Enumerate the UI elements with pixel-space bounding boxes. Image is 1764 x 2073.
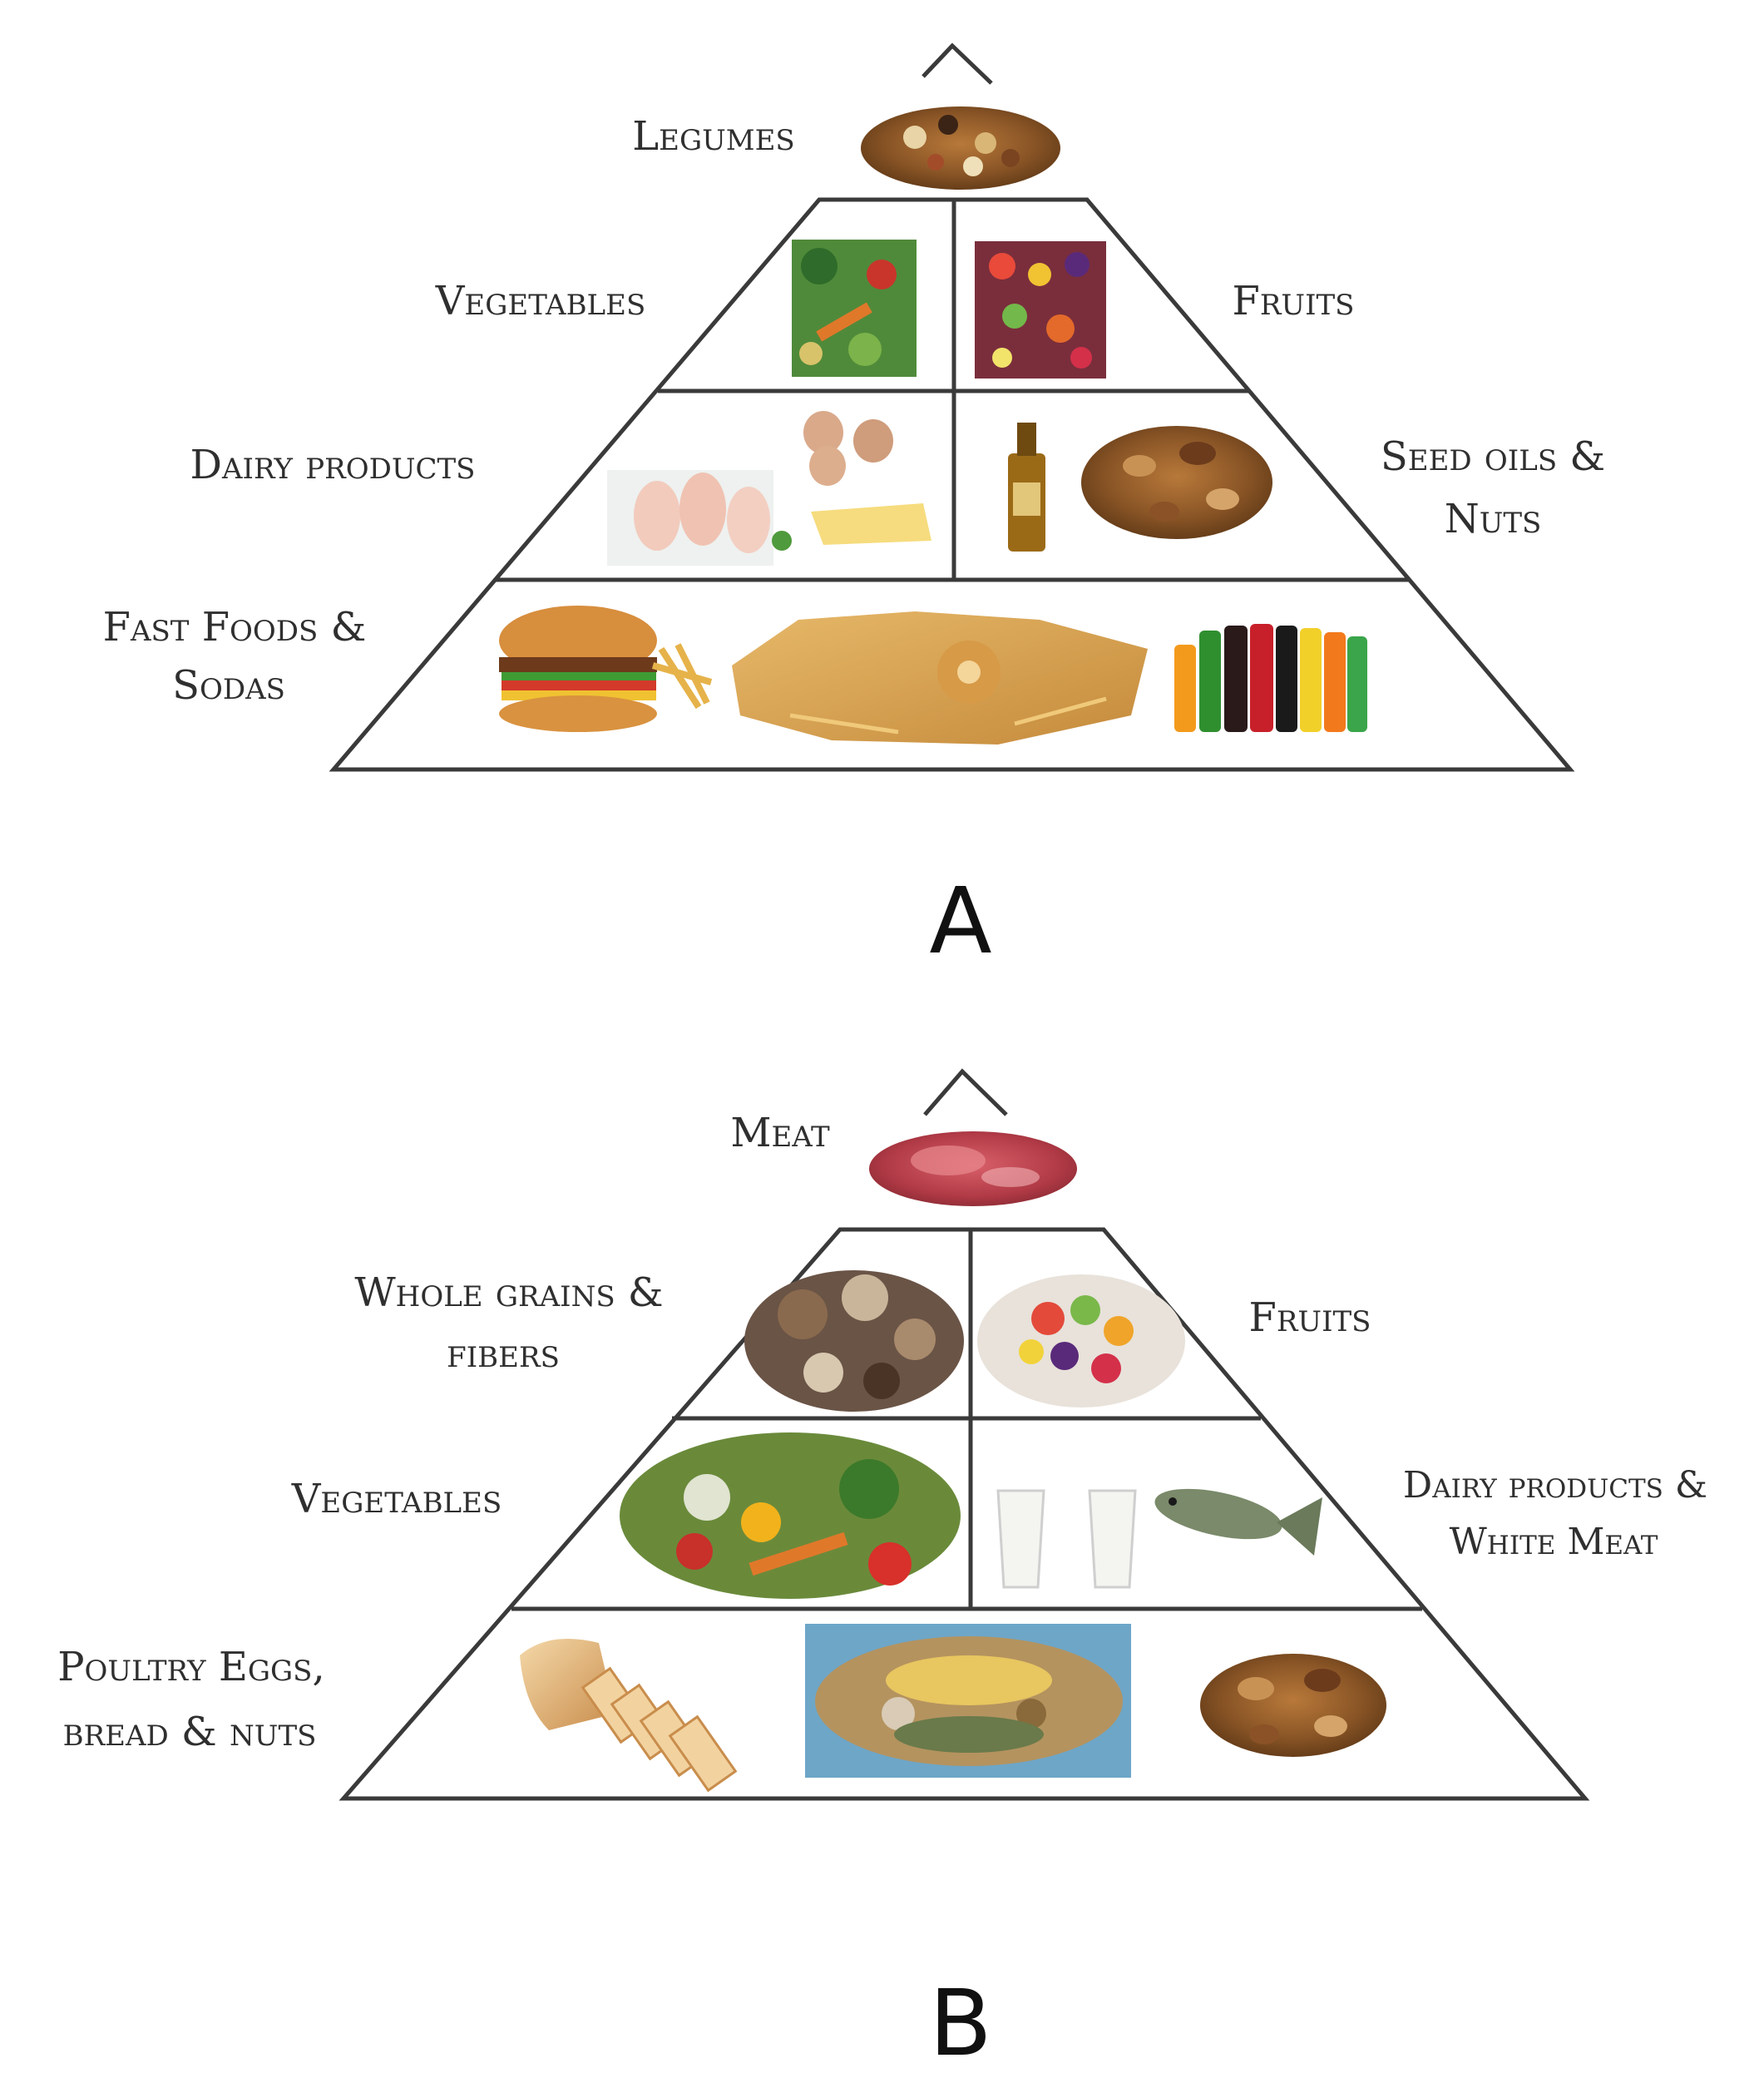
pyramid-b: Meat Whole grains & fibers Fruits Vegeta… — [57, 1068, 1707, 2073]
red-meat-image — [869, 1131, 1077, 1206]
mixed-legumes-image — [861, 106, 1060, 190]
bread-loaf-image — [520, 1639, 738, 1793]
label-whole-grains-line1: Whole grains & — [354, 1269, 663, 1316]
label-fast-foods-line1: Fast Foods & — [103, 604, 367, 651]
panel-label-a: A — [929, 868, 991, 974]
label-fruits-b: Fruits — [1249, 1294, 1371, 1341]
mushrooms-grains-image — [744, 1270, 964, 1412]
label-poultry-eggs-line2: bread & nuts — [63, 1709, 317, 1755]
pyramid-a-outline — [329, 42, 1575, 772]
burger-fries-image — [499, 606, 713, 732]
oil-bottle-image — [1008, 423, 1045, 552]
fruits-image — [975, 241, 1106, 378]
milk-glasses-image — [996, 1489, 1137, 1589]
label-vegetables-a: Vegetables — [435, 278, 646, 324]
vegetable-basket-image — [620, 1432, 961, 1599]
fruit-bowl-image — [977, 1274, 1185, 1408]
label-fruits-a: Fruits — [1233, 278, 1355, 324]
soda-bottles-image — [1174, 624, 1367, 732]
label-dairy-products-a: Dairy products — [190, 442, 476, 488]
label-fast-foods-line2: Sodas — [172, 662, 285, 709]
fried-snacks-image — [732, 611, 1148, 745]
vegetables-image — [792, 240, 917, 377]
nuts-pile-image — [1200, 1654, 1386, 1757]
pyramid-b-outline — [338, 1068, 1590, 1801]
label-dairy-white-meat-line2: White Meat — [1450, 1521, 1658, 1563]
panel-label-b: B — [929, 1970, 991, 2073]
label-poultry-eggs-line1: Poultry Eggs, — [57, 1644, 324, 1690]
label-vegetables-b: Vegetables — [291, 1476, 502, 1522]
nuts-image — [1081, 426, 1272, 539]
seeds-platter-image — [805, 1624, 1131, 1778]
label-whole-grains-line2: fibers — [447, 1330, 560, 1377]
label-meat: Meat — [730, 1110, 830, 1156]
fish-image — [1154, 1488, 1322, 1556]
label-dairy-white-meat-line1: Dairy products & — [1403, 1464, 1707, 1507]
label-seed-oils-line2: Nuts — [1445, 496, 1542, 542]
label-legumes: Legumes — [632, 113, 794, 160]
label-seed-oils-line1: Seed oils & — [1381, 433, 1605, 480]
pyramid-a: Legumes Vegetables Fruits Dairy products… — [103, 42, 1605, 974]
chicken-eggs-cheese-image — [607, 411, 931, 566]
